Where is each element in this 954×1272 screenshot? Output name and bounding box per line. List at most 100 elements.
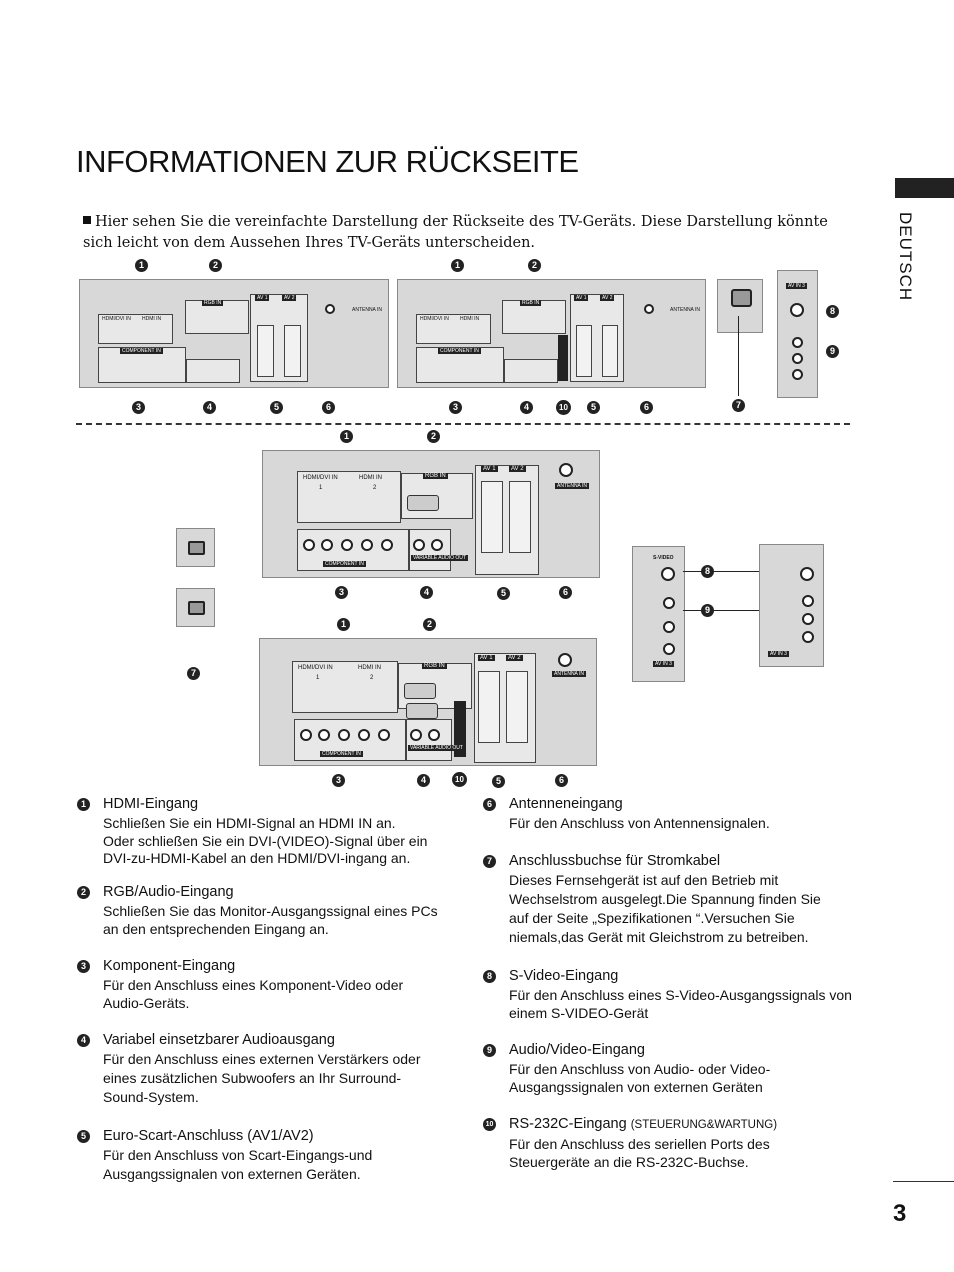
- callout-10: 10: [452, 772, 467, 787]
- callout-1: 1: [337, 618, 350, 631]
- callout-9: 9: [701, 604, 714, 617]
- intro-text: Hier sehen Sie die vereinfachte Darstell…: [83, 212, 843, 254]
- callout-6: 6: [555, 774, 568, 787]
- hdmi2-label: 2: [370, 675, 374, 681]
- rgb-port-icon: [407, 495, 439, 511]
- callout-8: 8: [701, 565, 714, 578]
- legend-line: auf der Seite „Spezifikationen “.Versuch…: [509, 910, 795, 926]
- legend-line: Dieses Fernsehgerät ist auf den Betrieb …: [509, 872, 779, 888]
- callout-7: 7: [732, 399, 745, 412]
- antenna-label: ANTENNA IN: [352, 307, 383, 313]
- legend-title: Antenneneingang: [509, 796, 623, 812]
- var-l-jack: [413, 539, 425, 551]
- legend-item: 8 S-Video-Eingang Für den Anschluss eine…: [483, 967, 863, 1041]
- legend-number: 2: [77, 886, 90, 899]
- legend-line: Für den Anschluss von Antennensignalen.: [509, 815, 770, 831]
- legend-line: niemals,das Gerät mit Gleichstrom zu bet…: [509, 929, 809, 945]
- callout-1: 1: [135, 259, 148, 272]
- legend-title: Euro-Scart-Anschluss (AV1/AV2): [103, 1128, 314, 1144]
- var-l-jack: [410, 729, 422, 741]
- av-in-3-label: AV IN 3: [786, 283, 807, 289]
- callout-1: 1: [340, 430, 353, 443]
- rs232c-strip: [558, 335, 568, 381]
- power-panel-top: [717, 279, 763, 333]
- callout-5: 5: [492, 775, 505, 788]
- legend-right: 6 Antenneneingang Für den Anschluss von …: [483, 795, 863, 1175]
- hdmi1-label: 1: [319, 485, 323, 491]
- r-jack: [381, 539, 393, 551]
- legend-line: eines zusätzlichen Subwoofers an Ihr Sur…: [103, 1070, 402, 1086]
- legend-title: Variabel einsetzbarer Audioausgang: [103, 1032, 335, 1048]
- power-panel-bottom-1: [176, 528, 215, 567]
- audio-l-jack: [663, 621, 675, 633]
- av2-label: AV 2: [282, 295, 297, 301]
- legend-number: 1: [77, 798, 90, 811]
- s-video-label: S-VIDEO: [653, 555, 674, 561]
- var-r-jack: [431, 539, 443, 551]
- callout-6: 6: [640, 401, 653, 414]
- callout-2: 2: [423, 618, 436, 631]
- rear-panel-d: HDMI/DVI IN HDMI IN 1 2 RGB IN AV 1 AV 2…: [259, 638, 597, 766]
- scart-av2: [284, 325, 301, 377]
- legend-line: DVI-zu-HDMI-Kabel an den HDMI/DVI-ingang…: [103, 850, 411, 866]
- power-lead: [738, 316, 739, 396]
- component-label: COMPONENT IN: [120, 348, 163, 354]
- legend-item: 10 RS-232C-Eingang (STEUERUNG&WARTUNG) F…: [483, 1115, 863, 1175]
- video-jack: [792, 369, 803, 380]
- component-label: COMPONENT IN: [323, 561, 366, 567]
- callout-4: 4: [420, 586, 433, 599]
- lead-8: [683, 571, 759, 572]
- callout-3: 3: [335, 586, 348, 599]
- pr-jack: [338, 729, 350, 741]
- callout-4: 4: [520, 401, 533, 414]
- power-socket-icon: [731, 289, 752, 307]
- legend-line: Für den Anschluss des seriellen Ports de…: [509, 1136, 770, 1152]
- intro-paragraph: Hier sehen Sie die vereinfachte Darstell…: [83, 214, 828, 251]
- legend-left: 1 HDMI-Eingang Schließen Sie ein HDMI-Si…: [77, 795, 457, 1187]
- pr-jack: [341, 539, 353, 551]
- legend-title: RGB/Audio-Eingang: [103, 884, 234, 900]
- callout-5: 5: [270, 401, 283, 414]
- callout-2: 2: [427, 430, 440, 443]
- callout-9: 9: [826, 345, 839, 358]
- side-av-panel-bottom-1: S-VIDEO AV IN 3: [632, 546, 685, 682]
- bullet-square-icon: [83, 216, 91, 224]
- hdmi-dvi-label: HDMI/DVI IN: [420, 316, 449, 322]
- legend-line: Ausgangssignalen von externen Geräten: [509, 1079, 763, 1095]
- antenna-label: ANTENNA IN: [670, 307, 701, 313]
- rgb-in-label: RGB IN: [202, 300, 224, 306]
- lead-9: [683, 610, 759, 611]
- legend-item: 2 RGB/Audio-Eingang Schließen Sie das Mo…: [77, 883, 457, 957]
- scart-av2: [506, 671, 528, 743]
- hdmi-box: [416, 314, 491, 344]
- av1-label: AV 1: [574, 295, 589, 301]
- antenna-jack: [325, 304, 335, 314]
- s-video-jack: [661, 567, 675, 581]
- video-jack: [663, 643, 675, 655]
- legend-title: HDMI-Eingang: [103, 796, 199, 812]
- callout-2: 2: [209, 259, 222, 272]
- antenna-label: ANTENNA IN: [552, 671, 587, 677]
- legend-number: 5: [77, 1130, 90, 1143]
- legend-line: Wechselstrom ausgelegt.Die Spannung find…: [509, 891, 821, 907]
- hdmi-box: [98, 314, 173, 344]
- hdmi-in-label: HDMI IN: [460, 316, 480, 322]
- hdmi-dvi-label: HDMI/DVI IN: [298, 665, 333, 671]
- legend-title-suffix: (STEUERUNG&WARTUNG): [630, 1119, 778, 1131]
- page-number: 3: [893, 1200, 907, 1227]
- legend-title: RS-232C-Eingang (STEUERUNG&WARTUNG): [509, 1115, 863, 1135]
- legend-line: Schließen Sie ein HDMI-Signal an HDMI IN…: [103, 815, 396, 831]
- callout-5: 5: [497, 587, 510, 600]
- av-in-3-label: AV IN 3: [653, 661, 674, 667]
- callout-1: 1: [451, 259, 464, 272]
- legend-number: 4: [77, 1034, 90, 1047]
- av-in-3-label: AV IN 3: [768, 651, 789, 657]
- legend-line: Für den Anschluss eines Komponent-Video …: [103, 977, 404, 993]
- callout-4: 4: [203, 401, 216, 414]
- rgb-in-label: RGB IN: [520, 300, 542, 306]
- callout-3: 3: [132, 401, 145, 414]
- legend-item: 4 Variabel einsetzbarer Audioausgang Für…: [77, 1031, 457, 1127]
- av1-label: AV 1: [255, 295, 270, 301]
- hdmi-box: [292, 661, 398, 713]
- callout-4: 4: [417, 774, 430, 787]
